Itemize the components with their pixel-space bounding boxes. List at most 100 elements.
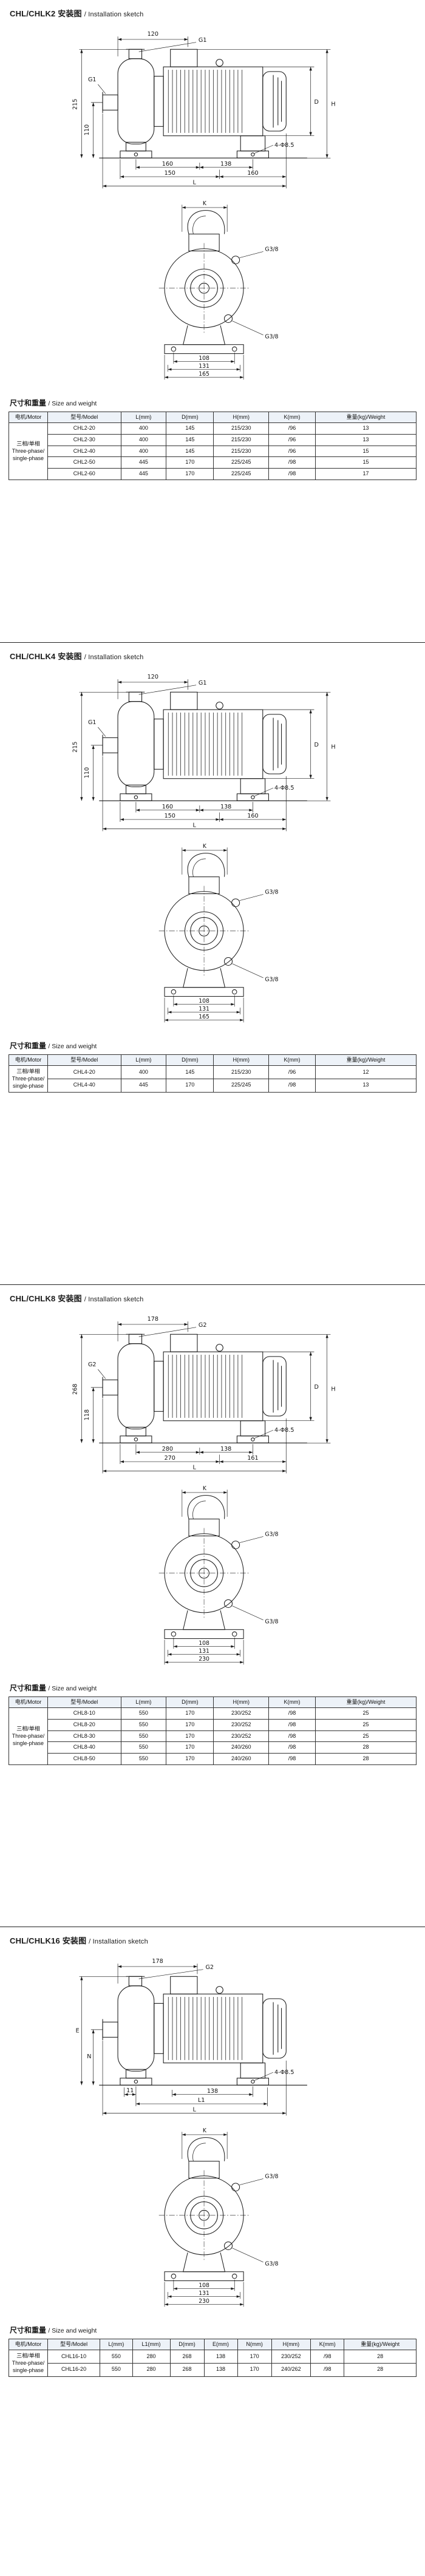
col-header: 重量(kg)/Weight: [315, 1696, 416, 1709]
section-title-en: / Installation sketch: [89, 1938, 148, 1945]
value-cell: 17: [315, 467, 416, 480]
dim-base-2a: 150: [165, 813, 175, 819]
value-cell: 12: [315, 1065, 416, 1079]
size-weight-heading-en: / Size and weight: [48, 2327, 97, 2334]
dim-base-w1: 108: [199, 2282, 209, 2289]
value-cell: /98: [268, 456, 316, 469]
value-cell: /98: [268, 1707, 316, 1720]
size-weight-heading: 尺寸和重量 / Size and weight: [10, 2325, 416, 2335]
dim-base-w1: 108: [199, 998, 209, 1005]
col-header-motor: 电机/Motor: [8, 2338, 48, 2351]
value-cell: 445: [120, 456, 167, 469]
value-cell: /96: [268, 433, 316, 446]
model-cell: CHL4-40: [47, 1078, 121, 1093]
value-cell: 170: [166, 456, 214, 469]
value-cell: 225/245: [213, 467, 269, 480]
dim-top-width: 178: [148, 1316, 158, 1323]
section-title-model: CHL/CHLK8: [10, 1294, 56, 1303]
dim-top-width: 178: [152, 1958, 163, 1965]
value-cell: /98: [310, 2362, 345, 2377]
section-title: CHL/CHLK2 安装图 / Installation sketch: [10, 7, 416, 19]
dim-height-inlet: 110: [84, 124, 90, 135]
dim-height-total: 215: [72, 99, 79, 110]
section-title: CHL/CHLK8 安装图 / Installation sketch: [10, 1292, 416, 1304]
col-header: 重量(kg)/Weight: [344, 2338, 416, 2351]
value-cell: /98: [268, 1730, 316, 1743]
col-header: H(mm): [213, 411, 269, 424]
section-chlk4: CHL/CHLK4 安装图 / Installation sketch 120 …: [0, 642, 425, 1284]
front-view-drawing: K G3/8 G3/8 108 131 230: [158, 2127, 279, 2313]
section-title-model: CHL/CHLK16: [10, 1936, 60, 1945]
dim-base-w3: 165: [199, 371, 209, 378]
dim-top-width: 120: [148, 31, 158, 38]
value-cell: 13: [315, 433, 416, 446]
value-cell: 28: [315, 1741, 416, 1754]
dim-base-w1: 108: [199, 1640, 209, 1647]
value-cell: 28: [315, 1752, 416, 1765]
col-header: 重量(kg)/Weight: [315, 411, 416, 424]
size-weight-heading-en: / Size and weight: [48, 1042, 97, 1050]
section-title-zh: 安装图: [58, 1294, 82, 1303]
col-header: L(mm): [120, 411, 167, 424]
dim-base-1b: 138: [220, 1446, 231, 1452]
value-cell: 25: [315, 1718, 416, 1731]
dim-top-port: G1: [199, 37, 207, 44]
pump-front-geometry: [158, 210, 250, 354]
col-header: H(mm): [271, 2338, 311, 2351]
dim-base-1b: 138: [207, 2088, 218, 2095]
section-chlk16: CHL/CHLK16 安装图 / Installation sketch 178…: [0, 1927, 425, 2569]
value-cell: 240/260: [213, 1752, 269, 1765]
col-header: K(mm): [268, 1054, 316, 1066]
pump-front-geometry: [158, 853, 250, 997]
value-cell: 550: [120, 1707, 167, 1720]
section-title-model: CHL/CHLK4: [10, 652, 56, 661]
model-cell: CHL2-60: [47, 467, 121, 480]
value-cell: 13: [315, 1078, 416, 1093]
section-title-en: / Installation sketch: [84, 1296, 144, 1303]
col-header: D(mm): [166, 411, 214, 424]
size-weight-heading: 尺寸和重量 / Size and weight: [10, 1040, 416, 1051]
value-cell: 25: [315, 1730, 416, 1743]
dim-d: D: [314, 99, 318, 106]
value-cell: 400: [120, 422, 167, 435]
value-cell: 138: [203, 2350, 238, 2364]
dim-top-port: G2: [199, 1322, 207, 1329]
pump-front-geometry: [158, 2137, 250, 2282]
dim-overall-length: L: [192, 180, 196, 186]
value-cell: 280: [132, 2350, 171, 2364]
dim-mounting-holes: 4-Φ8.5: [274, 785, 294, 791]
size-weight-heading-zh: 尺寸和重量: [10, 1041, 47, 1050]
value-cell: 170: [166, 1078, 214, 1093]
dim-base-w2: 131: [199, 1006, 209, 1012]
value-cell: 215/230: [213, 422, 269, 435]
dim-base-1b: 138: [220, 161, 231, 168]
dim-top-port: G1: [199, 680, 207, 686]
dim-port-bottom: G3/8: [265, 977, 278, 983]
dim-base-w2: 131: [199, 363, 209, 370]
dim-port-top: G3/8: [265, 1531, 278, 1538]
installation-sketch: 120 G1 G1 215 110 D H 160 138 150 160 L …: [70, 665, 355, 1029]
col-header: L(mm): [120, 1696, 167, 1709]
col-header: D(mm): [166, 1696, 214, 1709]
col-header: 型号/Model: [47, 1696, 121, 1709]
dim-port-bottom: G3/8: [265, 1619, 278, 1625]
dim-n: N: [87, 2053, 91, 2060]
model-cell: CHL2-20: [47, 422, 121, 435]
value-cell: 550: [100, 2350, 133, 2364]
col-header: L(mm): [120, 1054, 167, 1066]
model-cell: CHL8-20: [47, 1718, 121, 1731]
pump-front-geometry: [158, 1495, 250, 1639]
dim-mounting-holes: 4-Φ8.5: [274, 1427, 294, 1434]
dim-base-w3: 230: [199, 1656, 209, 1663]
col-header: L1(mm): [132, 2338, 171, 2351]
